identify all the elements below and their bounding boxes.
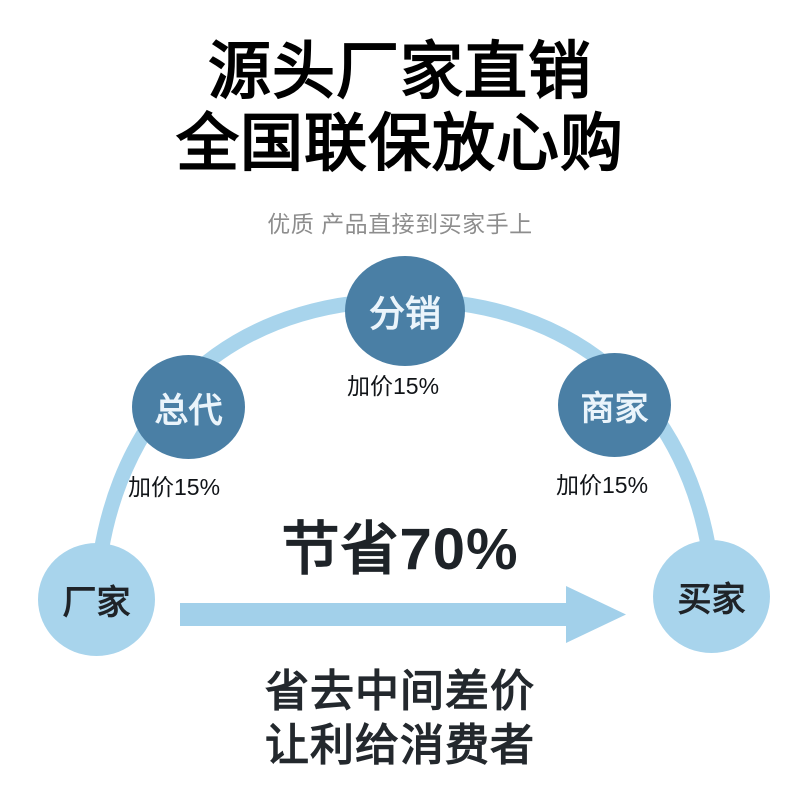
slogan-line-2: 让利给消费者	[265, 721, 535, 770]
slogan-block: 省去中间差价 让利给消费者	[0, 665, 800, 773]
direct-arrow-shape	[180, 586, 626, 643]
subtitle: 优质 产品直接到买家手上	[267, 211, 533, 237]
markup-label-shangjia: 加价15%	[556, 472, 649, 498]
savings-text: 节省70%	[281, 517, 519, 582]
headline-line-1: 源头厂家直销	[208, 37, 592, 107]
node-fenxiao[interactable]: 分销	[345, 256, 465, 366]
headline-line-2: 全国联保放心购	[176, 109, 624, 179]
node-maijia[interactable]: 买家	[653, 540, 770, 653]
slogan-line-1: 省去中间差价	[265, 667, 535, 716]
node-shangjia[interactable]: 商家	[558, 353, 671, 457]
node-zongdai[interactable]: 总代	[132, 355, 245, 459]
node-changjia[interactable]: 厂家	[38, 543, 155, 656]
headline-block: 源头厂家直销 全国联保放心购	[0, 36, 800, 180]
markup-label-zongdai: 加价15%	[128, 474, 221, 500]
markup-label-fenxiao: 加价15%	[347, 373, 440, 399]
